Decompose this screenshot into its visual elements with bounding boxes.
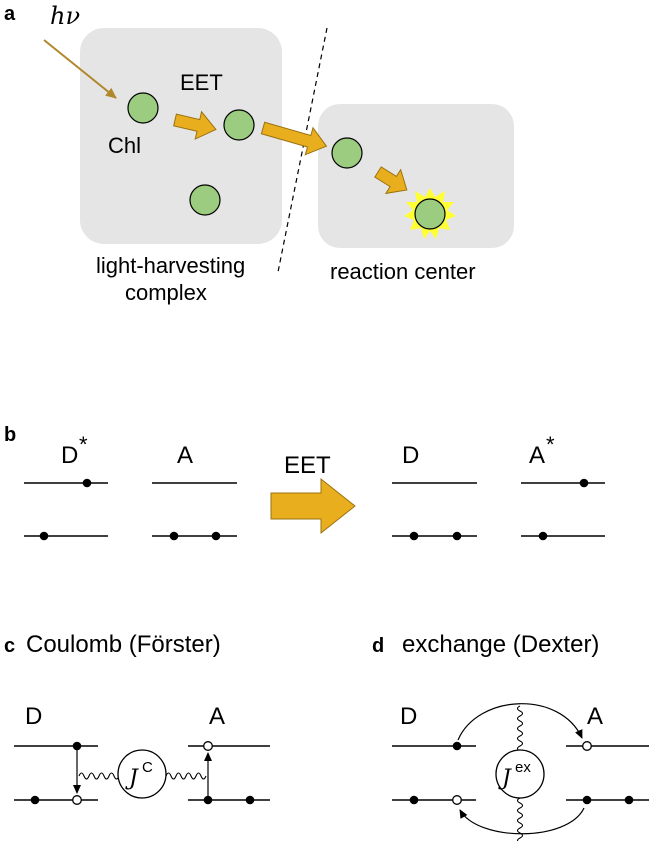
chl-label: Chl — [108, 133, 141, 158]
after-donor-label: D — [402, 442, 419, 469]
dexter-coupling-circle — [495, 749, 545, 799]
coulomb-acceptor-lower-electron-2 — [245, 795, 255, 805]
eet-arrow-2 — [260, 121, 328, 156]
dexter-top-exchange-arrow — [457, 703, 583, 741]
coulomb-donor-lower-hole — [72, 795, 82, 805]
panel-d-title: exchange (Dexter) — [402, 631, 599, 658]
dexter-acceptor-lower-electron-2 — [624, 795, 634, 805]
photon-label: hν — [50, 2, 80, 30]
before-acceptor-lower-electron-1 — [169, 531, 179, 541]
after-donor-lower-electron-1 — [409, 531, 419, 541]
dexter-coupling-symbol: J — [498, 766, 512, 791]
chlorophyll-4 — [331, 137, 363, 169]
panel-b-letter: b — [4, 424, 16, 446]
coulomb-donor-upper-electron — [72, 741, 82, 751]
light-harvesting-label-line2: complex — [125, 280, 207, 305]
dexter-bottom-exchange-arrow — [459, 807, 585, 835]
dexter-acceptor-upper-hole — [582, 741, 592, 751]
panel-d: d exchange (Dexter) D A J ex — [372, 631, 649, 841]
light-harvesting-complex-box — [80, 28, 282, 244]
dexter-donor-lower-hole — [452, 795, 462, 805]
coulomb-acceptor-lower-electron-1 — [203, 795, 213, 805]
coulomb-donor-label: D — [25, 703, 42, 730]
eet-big-arrow — [270, 477, 356, 535]
after-acceptor-lower-electron — [538, 531, 548, 541]
photon-arrow — [43, 39, 117, 99]
before-acceptor-lower-electron-2 — [211, 531, 221, 541]
before-donor-upper-electron — [82, 478, 92, 488]
before-donor-sup: * — [79, 432, 88, 457]
after-acceptor-sup: * — [546, 432, 555, 457]
chlorophyll-3 — [189, 184, 221, 216]
panel-c-letter: c — [4, 635, 15, 657]
eet-arrow-1 — [173, 110, 217, 140]
dexter-bottom-wavy-line — [516, 797, 524, 841]
dexter-acceptor-label: A — [587, 703, 603, 730]
coulomb-coupling-symbol: J — [125, 766, 139, 791]
eet-label-a: EET — [180, 70, 223, 95]
special-pair-chlorophyll — [414, 198, 446, 230]
before-acceptor-label: A — [177, 442, 193, 469]
coulomb-acceptor-upper-hole — [203, 741, 213, 751]
panel-d-letter: d — [372, 635, 384, 657]
after-acceptor-upper-electron — [579, 478, 589, 488]
panel-a-letter: a — [4, 3, 16, 25]
before-donor-label: D — [61, 442, 78, 469]
coulomb-coupling-sup: C — [142, 759, 153, 776]
panel-a: a hν EET Chl light-harvesting complex re… — [4, 2, 514, 305]
coulomb-coupling-circle — [117, 749, 167, 799]
chlorophyll-2 — [223, 109, 255, 141]
coulomb-right-wavy-line — [165, 772, 207, 780]
dexter-coupling-sup: ex — [515, 759, 531, 776]
after-acceptor-label: A — [529, 442, 545, 469]
coulomb-acceptor-label: A — [209, 703, 225, 730]
chlorophyll-1 — [127, 92, 159, 124]
eet-label-b: EET — [284, 452, 331, 479]
reaction-center-box — [318, 104, 514, 248]
membrane-divider-dashed-line — [277, 27, 328, 273]
dexter-donor-label: D — [400, 703, 417, 730]
panel-b: b D * A EET D A * — [4, 424, 605, 541]
coulomb-donor-lower-electron — [30, 795, 40, 805]
panel-c-title: Coulomb (Förster) — [26, 631, 221, 658]
dexter-top-wavy-line — [516, 705, 524, 752]
panel-c: c Coulomb (Förster) D A J C — [4, 631, 270, 805]
dexter-donor-upper-electron — [452, 741, 462, 751]
before-donor-lower-electron — [39, 531, 49, 541]
dexter-donor-lower-electron — [409, 795, 419, 805]
eet-arrow-3 — [374, 166, 408, 195]
dexter-acceptor-lower-electron-1 — [582, 795, 592, 805]
reaction-center-label: reaction center — [330, 259, 476, 284]
after-donor-lower-electron-2 — [452, 531, 462, 541]
light-harvesting-label-line1: light-harvesting — [96, 253, 245, 278]
